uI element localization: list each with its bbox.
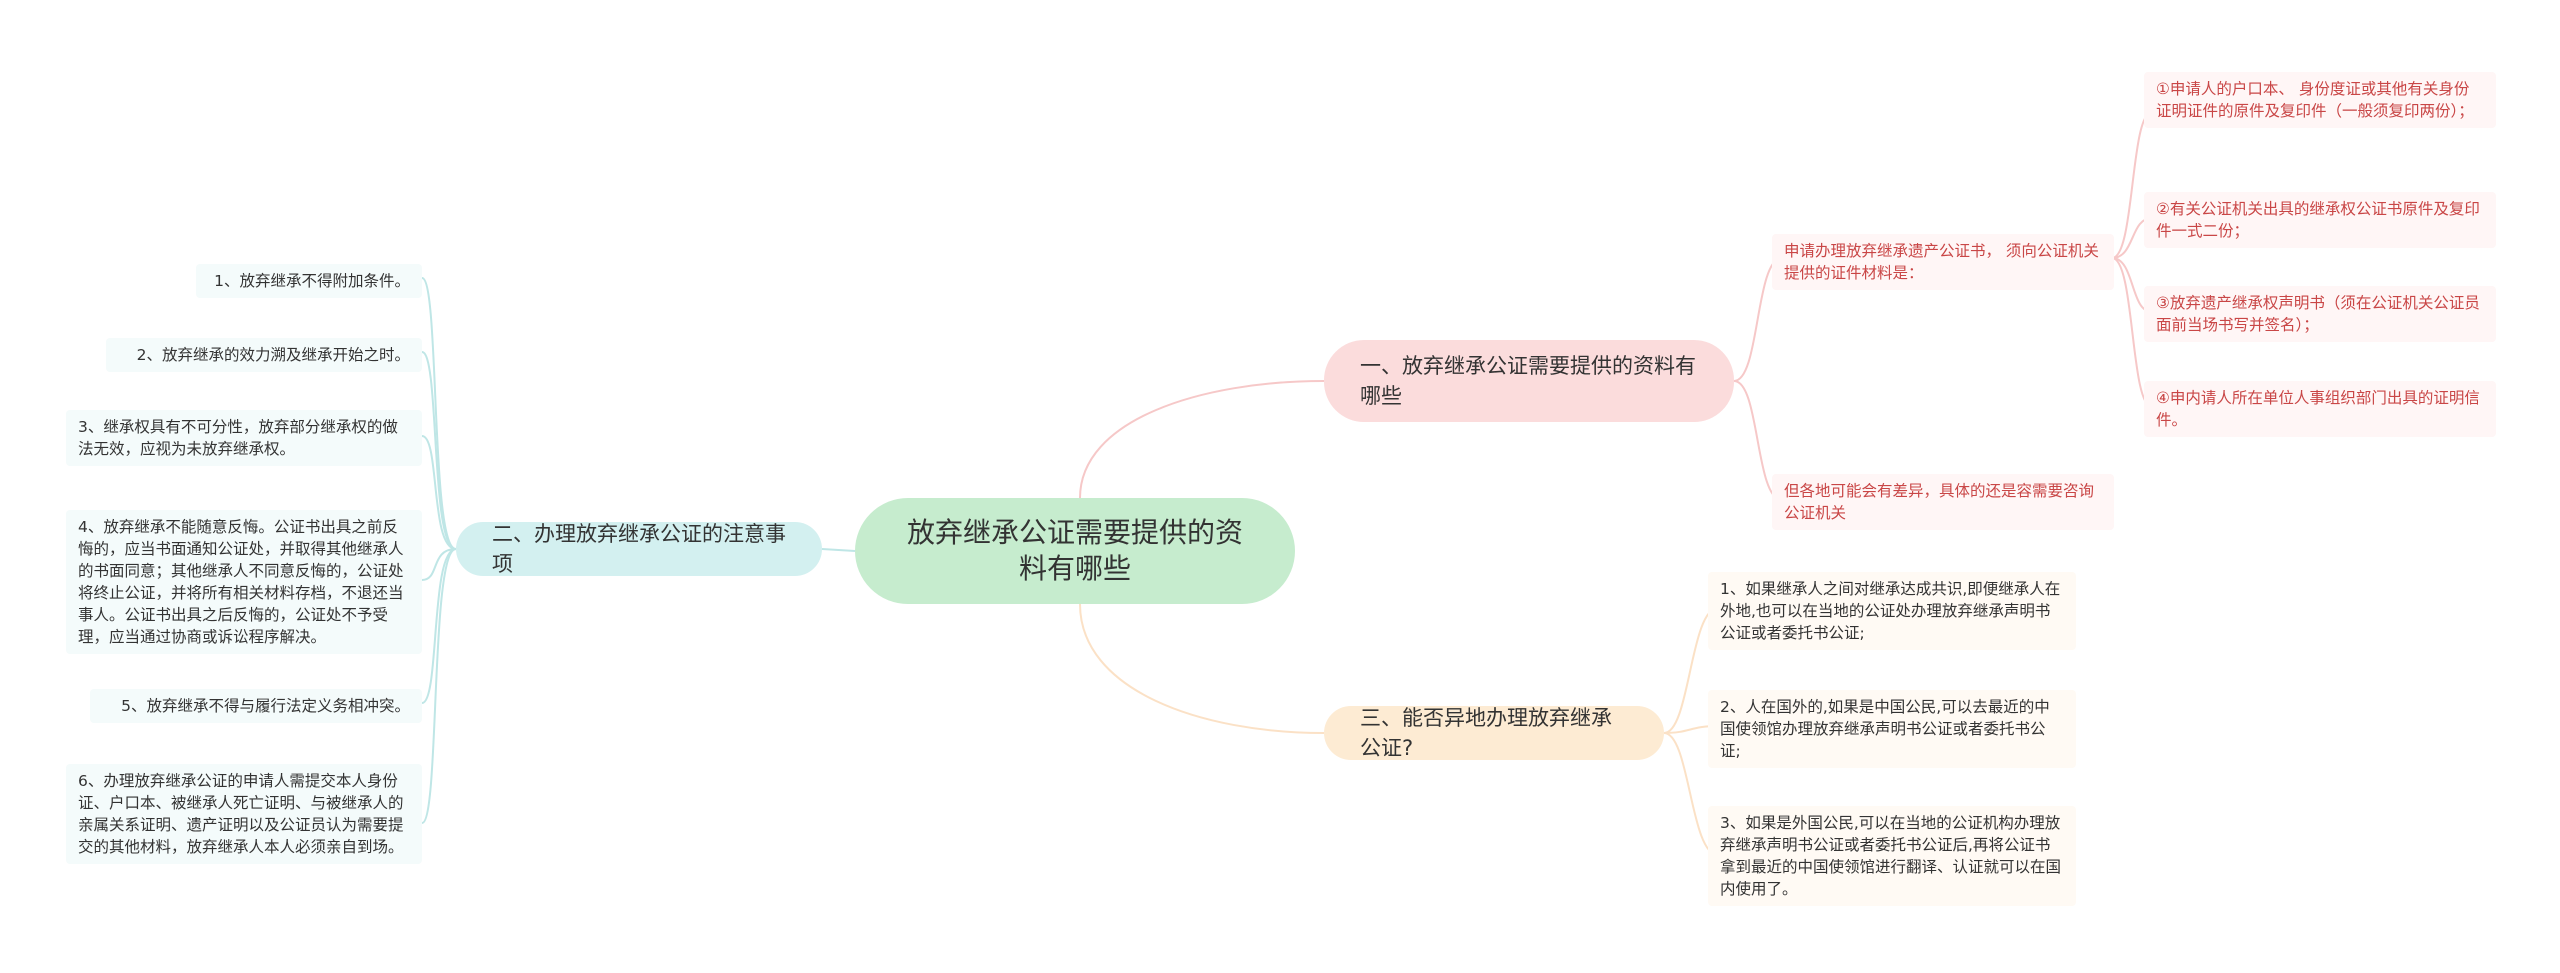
branch-2-child-1-label: 1、放弃继承不得附加条件。 xyxy=(214,272,410,290)
branch-2-child-3[interactable]: 3、继承权具有不可分性，放弃部分继承权的做法无效，应视为未放弃继承权。 xyxy=(66,410,422,466)
connector-b2-l4 xyxy=(421,548,457,581)
branch-1[interactable]: 一、放弃继承公证需要提供的资料有哪些 xyxy=(1324,340,1734,422)
branch-1-child-1[interactable]: 申请办理放弃继承遗产公证书， 须向公证机关提供的证件材料是： xyxy=(1772,234,2114,290)
branch-2-child-1[interactable]: 1、放弃继承不得附加条件。 xyxy=(196,264,422,298)
branch-2-child-5-label: 5、放弃继承不得与履行法定义务相冲突。 xyxy=(121,697,410,715)
root-topic-label: 放弃继承公证需要提供的资料有哪些 xyxy=(906,516,1243,585)
branch-3-child-2[interactable]: 2、人在国外的,如果是中国公民,可以去最近的中国使领馆办理放弃继承声明书公证或者… xyxy=(1708,690,2076,768)
connector-b2-l1 xyxy=(421,277,457,550)
branch-2-child-4[interactable]: 4、放弃继承不能随意反悔。公证书出具之前反悔的，应当书面通知公证处，并取得其他继… xyxy=(66,510,422,654)
branch-2[interactable]: 二、办理放弃继承公证的注意事项 xyxy=(456,522,822,576)
branch-2-child-2[interactable]: 2、放弃继承的效力溯及继承开始之时。 xyxy=(106,338,422,372)
branch-2-child-3-label: 3、继承权具有不可分性，放弃部分继承权的做法无效，应视为未放弃继承权。 xyxy=(78,418,398,458)
branch-1-grandchild-1[interactable]: ①申请人的户口本、 身份度证或其他有关身份证明证件的原件及复印件（一般须复印两份… xyxy=(2144,72,2496,128)
branch-1-grandchild-2[interactable]: ②有关公证机关出具的继承权公证书原件及复印件一式二份； xyxy=(2144,192,2496,248)
branch-1-grandchild-4[interactable]: ④申内请人所在单位人事组织部门出具的证明信件。 xyxy=(2144,381,2496,437)
branch-3-child-1[interactable]: 1、如果继承人之间对继承达成共识,即便继承人在外地,也可以在当地的公证处办理放弃… xyxy=(1708,572,2076,650)
branch-1-label: 一、放弃继承公证需要提供的资料有哪些 xyxy=(1360,354,1696,408)
branch-2-label: 二、办理放弃继承公证的注意事项 xyxy=(492,522,786,576)
branch-2-child-6[interactable]: 6、办理放弃继承公证的申请人需提交本人身份证、户口本、被继承人死亡证明、与被继承… xyxy=(66,764,422,864)
branch-3-child-2-label: 2、人在国外的,如果是中国公民,可以去最近的中国使领馆办理放弃继承声明书公证或者… xyxy=(1720,698,2050,760)
branch-2-child-5[interactable]: 5、放弃继承不得与履行法定义务相冲突。 xyxy=(90,689,422,723)
branch-2-child-6-label: 6、办理放弃继承公证的申请人需提交本人身份证、户口本、被继承人死亡证明、与被继承… xyxy=(78,772,404,856)
branch-1-child-2[interactable]: 但各地可能会有差异，具体的还是容需要咨询公证机关 xyxy=(1772,474,2114,530)
branch-3-label: 三、能否异地办理放弃继承公证? xyxy=(1360,706,1612,760)
branch-1-child-1-label: 申请办理放弃继承遗产公证书， 须向公证机关提供的证件材料是： xyxy=(1784,242,2099,282)
branch-1-grandchild-3[interactable]: ③放弃遗产继承权声明书（须在公证机关公证员面前当场书写并签名）； xyxy=(2144,286,2496,342)
root-topic[interactable]: 放弃继承公证需要提供的资料有哪些 xyxy=(855,498,1295,604)
branch-3-child-1-label: 1、如果继承人之间对继承达成共识,即便继承人在外地,也可以在当地的公证处办理放弃… xyxy=(1720,580,2061,642)
branch-1-grandchild-2-label: ②有关公证机关出具的继承权公证书原件及复印件一式二份； xyxy=(2156,200,2480,240)
connector-b2-l5 xyxy=(421,548,457,704)
branch-2-child-4-label: 4、放弃继承不能随意反悔。公证书出具之前反悔的，应当书面通知公证处，并取得其他继… xyxy=(78,518,404,646)
branch-3-child-3-label: 3、如果是外国公民,可以在当地的公证机构办理放弃继承声明书公证或者委托书公证后,… xyxy=(1720,814,2062,898)
branch-1-grandchild-4-label: ④申内请人所在单位人事组织部门出具的证明信件。 xyxy=(2156,389,2480,429)
connector-root-b2 xyxy=(821,548,856,552)
connector-b2-l6 xyxy=(421,548,457,824)
connector-b2-l3 xyxy=(421,435,457,550)
connector-root-b3 xyxy=(1079,603,1325,734)
connector-root-b1 xyxy=(1079,380,1325,499)
branch-2-child-2-label: 2、放弃继承的效力溯及继承开始之时。 xyxy=(136,346,410,364)
connector-b2-l2 xyxy=(421,351,457,550)
branch-1-child-2-label: 但各地可能会有差异，具体的还是容需要咨询公证机关 xyxy=(1784,482,2095,522)
branch-1-grandchild-1-label: ①申请人的户口本、 身份度证或其他有关身份证明证件的原件及复印件（一般须复印两份… xyxy=(2156,80,2474,120)
branch-3-child-3[interactable]: 3、如果是外国公民,可以在当地的公证机构办理放弃继承声明书公证或者委托书公证后,… xyxy=(1708,806,2076,906)
branch-3[interactable]: 三、能否异地办理放弃继承公证? xyxy=(1324,706,1664,760)
branch-1-grandchild-3-label: ③放弃遗产继承权声明书（须在公证机关公证员面前当场书写并签名）； xyxy=(2156,294,2480,334)
